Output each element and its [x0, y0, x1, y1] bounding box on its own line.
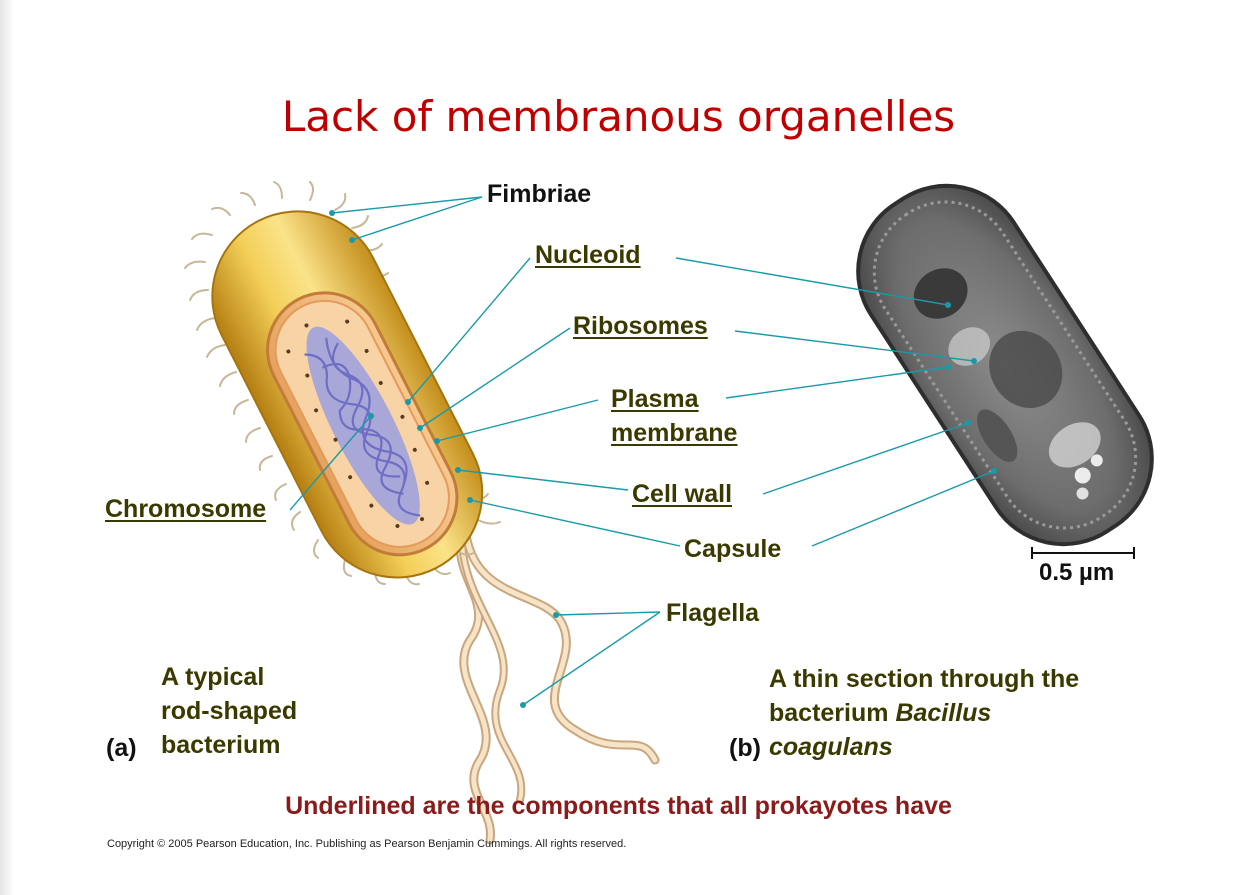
panel-a-line2: rod-shaped [161, 697, 298, 725]
label-plasma-line1: Plasma [611, 385, 699, 413]
copyright-text: Copyright © 2005 Pearson Education, Inc.… [107, 838, 627, 850]
label-capsule: Capsule [684, 535, 782, 563]
panel-b-species-genus: Bacillus [895, 699, 992, 727]
bacterium-cell [211, 210, 484, 579]
panel-b-tag: (b) [729, 734, 761, 762]
scale-bar-label: 0.5 µm [1039, 559, 1115, 586]
label-plasma-line2: membrane [611, 419, 738, 447]
label-nucleoid: Nucleoid [535, 241, 641, 269]
slide-edge-shadow [0, 0, 14, 895]
panel-b-line2: bacterium Bacillus [769, 696, 1079, 730]
micrograph-image [856, 183, 1154, 547]
panel-a-tag: (a) [106, 734, 137, 762]
panel-b-line3: coagulans [769, 730, 1079, 764]
label-ribosomes: Ribosomes [573, 312, 708, 340]
leader-lines [289, 196, 995, 706]
panel-b-line1: A thin section through the [769, 665, 1080, 693]
scale-bar-line [1031, 547, 1135, 559]
leader-dots [329, 210, 997, 708]
slide-title: Lack of membranous organelles [281, 92, 956, 141]
panel-b-line2-prefix: bacterium [769, 699, 896, 727]
footnote-underlined: Underlined are the components that all p… [285, 792, 952, 820]
label-cell-wall: Cell wall [632, 480, 733, 508]
panel-b-caption: A thin section through the bacterium Bac… [769, 662, 1079, 764]
label-fimbriae: Fimbriae [487, 180, 592, 208]
label-chromosome: Chromosome [105, 495, 267, 523]
flagella-drawing [455, 515, 660, 845]
panel-a-line3: bacterium [161, 731, 281, 759]
panel-a-line1: A typical [161, 663, 265, 691]
panel-b-species-name: coagulans [769, 733, 893, 761]
panel-a-caption: A typical rod-shaped bacterium [161, 660, 297, 762]
label-flagella: Flagella [666, 599, 760, 627]
